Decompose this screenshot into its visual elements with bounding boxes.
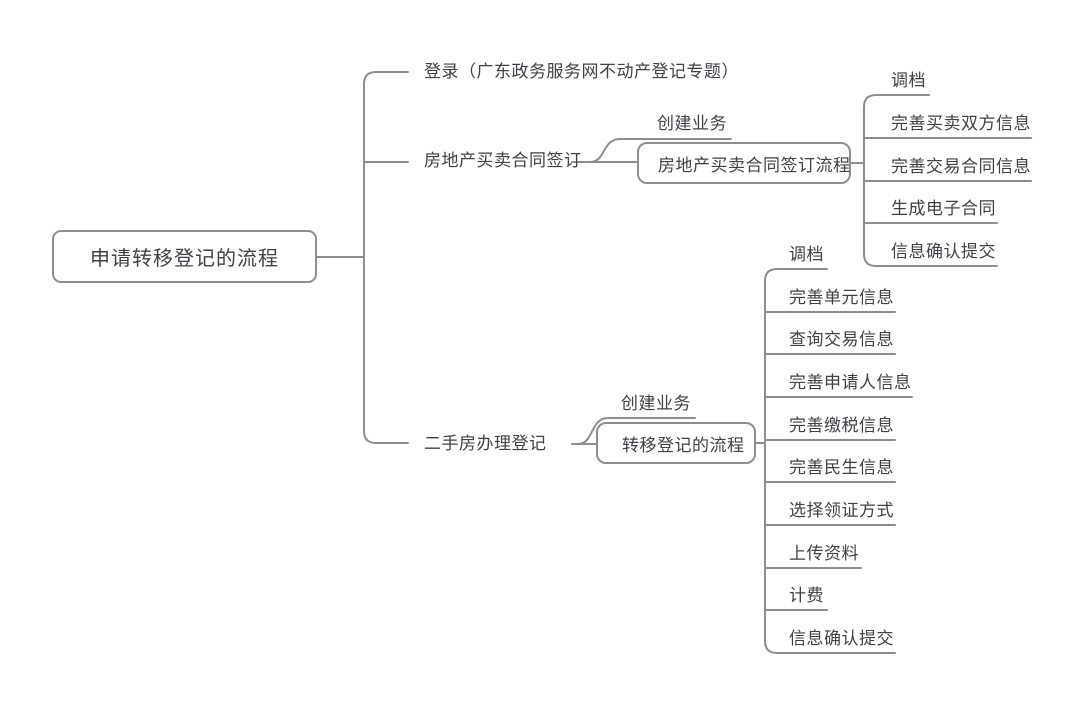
topic-contract-signing[interactable]: 房地产买卖合同签订 — [424, 151, 582, 170]
subtopic-contract-flow-step[interactable]: 生成电子合同 — [891, 199, 996, 218]
subtopic-transfer-flow-step[interactable]: 完善申请人信息 — [789, 373, 912, 392]
subtopic-transfer-flow-step[interactable]: 查询交易信息 — [789, 330, 894, 349]
subtopic-contract-flow-step[interactable]: 完善交易合同信息 — [891, 157, 1031, 176]
subtopic-transfer-flow-step[interactable]: 调档 — [789, 245, 824, 264]
label-create-business-contract[interactable]: 创建业务 — [657, 114, 727, 133]
subtopic-transfer-flow-step[interactable]: 计费 — [789, 586, 824, 605]
subtopic-transfer-flow-step[interactable]: 完善缴税信息 — [789, 416, 894, 435]
subtopic-transfer-flow-step[interactable]: 完善民生信息 — [789, 458, 894, 477]
subtopic-contract-flow-step[interactable]: 信息确认提交 — [891, 242, 996, 261]
subtopic-transfer-flow-step[interactable]: 完善单元信息 — [789, 288, 894, 307]
subtopic-contract-flow-step[interactable]: 调档 — [891, 71, 926, 90]
topic-secondhand-registration[interactable]: 二手房办理登记 — [424, 434, 547, 453]
subtopic-transfer-flow-step[interactable]: 上传资料 — [789, 544, 859, 563]
topic-login[interactable]: 登录（广东政务服务网不动产登记专题） — [424, 62, 739, 81]
root-topic[interactable]: 申请转移登记的流程 — [52, 230, 317, 283]
label-create-business-transfer[interactable]: 创建业务 — [621, 394, 691, 413]
subtopic-transfer-flow-step[interactable]: 选择领证方式 — [789, 501, 894, 520]
topic-contract-signing-flow[interactable]: 房地产买卖合同签订流程 — [637, 142, 851, 184]
subtopic-contract-flow-step[interactable]: 完善买卖双方信息 — [891, 114, 1031, 133]
subtopic-transfer-flow-step[interactable]: 信息确认提交 — [789, 629, 894, 648]
topic-transfer-registration-flow[interactable]: 转移登记的流程 — [596, 422, 756, 464]
